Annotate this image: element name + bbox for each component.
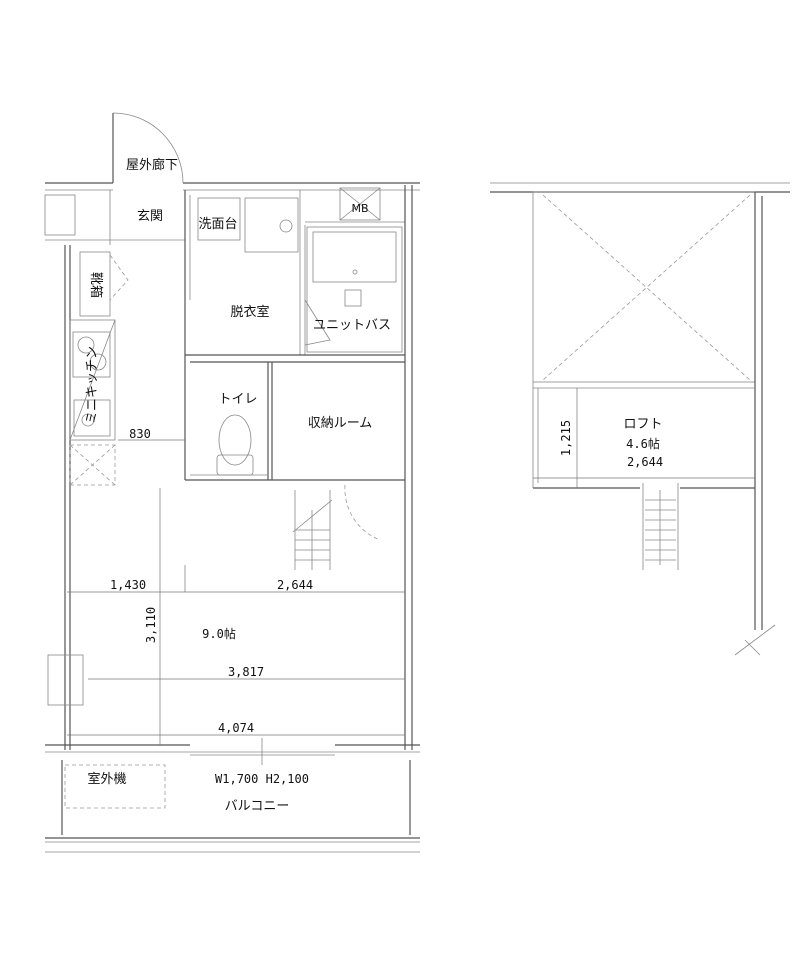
toilet-label: トイレ bbox=[218, 392, 257, 407]
dimension-lines bbox=[67, 439, 405, 765]
shoe-cabinet bbox=[79, 251, 111, 317]
mini-kitchen-label: ミニキッチン bbox=[85, 346, 100, 424]
dim-right-width: 2,644 bbox=[277, 578, 313, 592]
outdoor-corridor-label: 屋外廊下 bbox=[126, 157, 178, 173]
washstand bbox=[197, 197, 241, 241]
balcony-label: バルコニー bbox=[225, 799, 290, 814]
washstand-label: 洗面台 bbox=[198, 217, 237, 232]
unit-bath bbox=[304, 226, 403, 353]
mini-kitchen bbox=[69, 319, 116, 486]
entrance-label: 玄関 bbox=[137, 209, 163, 224]
dim-loft-width: 2,644 bbox=[627, 455, 663, 469]
window-size-label: W1,700 H2,100 bbox=[215, 772, 309, 786]
stairs bbox=[292, 490, 333, 570]
dim-room-depth: 3,110 bbox=[144, 607, 158, 643]
dressing-room-label: 脱衣室 bbox=[230, 304, 269, 320]
toilet-fixture bbox=[216, 414, 254, 476]
unit-bath-label: ユニットバス bbox=[313, 318, 391, 333]
loft-area-label: 4.6帖 bbox=[626, 436, 660, 451]
loft-label: ロフト bbox=[623, 417, 662, 432]
dim-kitchen-depth: 830 bbox=[129, 427, 151, 441]
meter-box-label: MB bbox=[351, 202, 368, 215]
meter-box bbox=[339, 187, 381, 221]
shoe-cabinet-label: 靴箱 bbox=[88, 272, 104, 298]
storage-room-label: 収納ルーム bbox=[308, 416, 373, 431]
dim-total-width: 4,074 bbox=[218, 721, 254, 735]
dim-loft-depth: 1,215 bbox=[559, 420, 573, 456]
dim-inner-width: 3,817 bbox=[228, 665, 264, 679]
loft-ladder bbox=[642, 483, 679, 570]
entry-door bbox=[112, 112, 184, 184]
outdoor-unit-label: 室外機 bbox=[87, 771, 126, 787]
dim-left-width: 1,430 bbox=[110, 578, 146, 592]
washer-pan bbox=[244, 197, 299, 253]
main-floor-walls bbox=[44, 112, 420, 853]
living-area-label: 9.0帖 bbox=[202, 626, 236, 641]
loft-walls bbox=[490, 182, 790, 656]
outdoor-unit bbox=[64, 764, 166, 809]
